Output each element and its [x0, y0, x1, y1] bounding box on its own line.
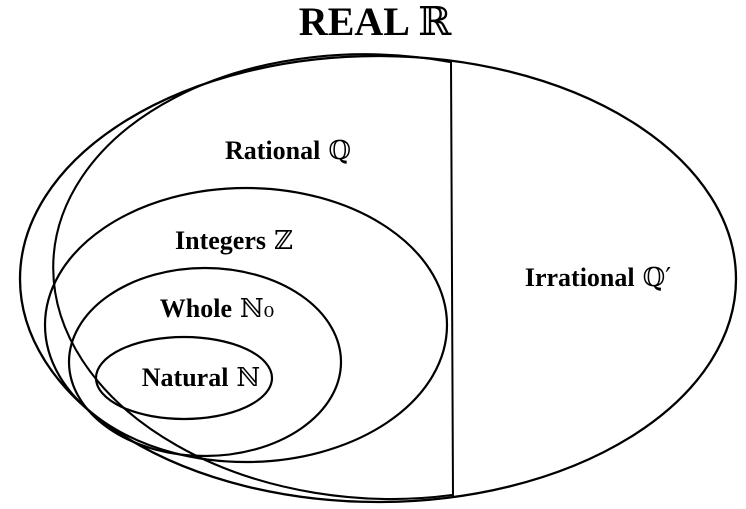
label-irrational-word: Irrational: [524, 263, 635, 292]
natural-set-ellipse: [94, 335, 274, 421]
rational-symbol: ℚ: [328, 136, 351, 166]
integers-symbol: ℤ: [274, 226, 293, 256]
real-set-ellipse: [18, 54, 738, 504]
whole-set-ellipse: [67, 266, 343, 458]
label-integers-word: Integers: [175, 226, 266, 255]
natural-symbol: ℕ: [236, 363, 261, 393]
rational-irrational-divider-line: [450, 60, 454, 497]
rational-set-arc: [52, 53, 454, 501]
integers-set-ellipse: [43, 186, 449, 464]
label-rational-word: Rational: [225, 136, 321, 165]
label-natural-word: Natural: [141, 363, 229, 392]
label-integers: Integers ℤ: [175, 226, 293, 256]
irrational-symbol: ℚ′: [642, 263, 672, 293]
whole-symbol: ℕ₀: [240, 294, 275, 324]
diagram-curves: [18, 53, 738, 504]
title-real-word: REAL: [298, 0, 410, 44]
label-whole-word: Whole: [159, 294, 233, 323]
real-symbol: ℝ: [417, 0, 452, 45]
